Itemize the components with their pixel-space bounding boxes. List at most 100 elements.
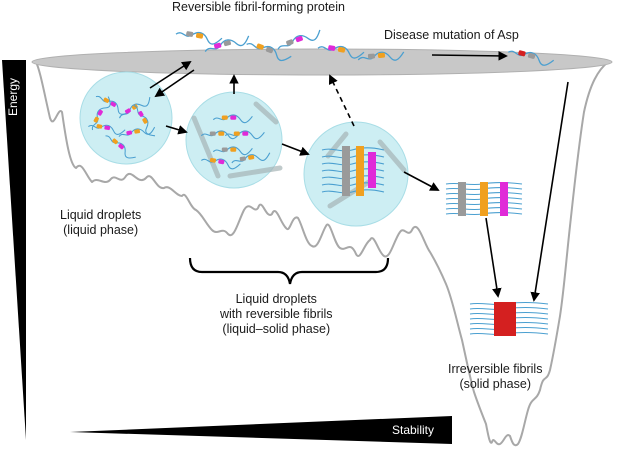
disease-mutation-label: Disease mutation of Asp — [384, 28, 519, 42]
protein-chain — [231, 152, 271, 164]
energy-axis-label: Energy — [6, 77, 21, 117]
protein-segment — [138, 110, 144, 117]
protein-segment — [286, 39, 294, 46]
protein-segment — [221, 147, 228, 152]
reversible-fibril-bracket — [188, 257, 390, 285]
reversible-fibrils-line2: with reversible fibrils — [220, 307, 333, 321]
free-protein-6 — [357, 51, 405, 61]
protein-strands — [88, 29, 555, 336]
protein-segment — [134, 129, 141, 134]
protein-segment — [328, 45, 336, 51]
arrow-droplet-to-protein — [149, 60, 192, 89]
droplet1-protein — [105, 135, 136, 159]
protein-segment — [265, 46, 274, 54]
arrow-droplet2-to-droplet3 — [281, 143, 310, 156]
droplet3-gray-stack — [342, 146, 350, 196]
droplet-strut — [327, 177, 375, 209]
droplet1-protein — [133, 105, 156, 137]
protein-segment — [518, 50, 526, 57]
protein-chain — [133, 105, 156, 137]
protein-segment — [337, 46, 346, 53]
droplet-strut — [227, 165, 283, 179]
protein-segment — [93, 116, 99, 123]
droplet-strut — [377, 139, 407, 173]
protein-chain — [246, 42, 292, 62]
reversible-fibrils-label: Liquid droplets with reversible fibrils … — [220, 292, 333, 337]
protein-chain — [91, 96, 111, 131]
protein-segment — [96, 124, 103, 129]
reversible-fibrils-line3: (liquid–solid phase) — [222, 322, 331, 336]
protein-segment — [218, 159, 225, 165]
droplet1-protein — [119, 96, 151, 119]
protein-segment — [233, 131, 240, 136]
protein-chain — [95, 95, 130, 115]
protein-chain — [119, 96, 151, 119]
reversible-fibril-gray — [458, 182, 466, 216]
droplet2-protein — [212, 146, 253, 156]
protein-chain — [277, 29, 321, 50]
droplet-strut — [253, 101, 279, 125]
protein-segment — [230, 115, 237, 120]
droplet-strut — [191, 115, 221, 179]
reversible-fibrils-line1: Liquid droplets — [235, 292, 317, 306]
protein-chain — [357, 51, 405, 61]
protein-chain — [204, 35, 250, 53]
arrow-droplet3-to-fibril — [403, 171, 440, 191]
protein-segment — [104, 125, 111, 131]
free-protein-2 — [204, 35, 250, 53]
droplet3-fibril-strand — [321, 147, 385, 152]
free-protein-4 — [277, 29, 321, 50]
irreversible-fibril-red — [494, 302, 516, 336]
stability-axis-label: Stability — [392, 423, 435, 437]
droplet1-protein — [88, 124, 126, 135]
protein-segment — [239, 156, 246, 162]
arrow-top-to-mutation — [431, 51, 508, 61]
reversible-fibril-orange — [480, 182, 488, 216]
mutant-protein — [507, 50, 555, 66]
protein-segment — [248, 154, 255, 160]
protein-segment — [218, 131, 225, 136]
protein-segment — [131, 104, 138, 110]
energy-landscape-curve — [35, 61, 609, 447]
free-protein-3 — [246, 42, 292, 62]
protein-segment — [230, 147, 237, 152]
protein-segment — [124, 108, 131, 114]
arrow-fibril-to-irreversible — [485, 217, 502, 298]
irreversible-fibrils-line1: Irreversible fibrils — [448, 362, 543, 376]
protein-segment — [186, 31, 194, 37]
protein-segment — [221, 115, 228, 120]
transition-arrows — [149, 51, 569, 302]
irreversible-fibrils-line2: (solid phase) — [459, 377, 532, 391]
droplet1-protein — [95, 95, 130, 115]
free-protein-1 — [175, 31, 223, 45]
protein-segment — [110, 101, 117, 107]
protein-segment — [213, 42, 222, 49]
reversible-protein-title: Reversible fibril-forming protein — [172, 0, 345, 14]
droplet3-fibril-strand — [321, 189, 385, 194]
arrow-protein-to-droplet — [154, 69, 195, 98]
protein-segment — [97, 109, 103, 116]
droplet2-protein — [200, 130, 241, 140]
protein-segment — [223, 40, 232, 47]
protein-segment — [242, 131, 249, 136]
droplet1-protein — [91, 96, 111, 131]
protein-segment — [142, 117, 148, 124]
protein-segment — [103, 97, 110, 103]
arrow-mutation-to-irreversible — [530, 81, 569, 302]
droplet2-protein — [212, 114, 253, 124]
protein-segment — [112, 138, 118, 145]
protein-chain — [118, 126, 156, 137]
protein-chain — [105, 135, 136, 159]
protein-segment — [377, 52, 386, 59]
protein-chain — [88, 124, 126, 135]
protein-chain — [175, 31, 223, 45]
droplet3-orange-stack — [356, 146, 364, 196]
arrow-droplet3-to-top-dashed — [328, 74, 355, 127]
droplet2-protein — [224, 130, 265, 140]
droplet1-protein — [118, 126, 156, 137]
protein-chain — [224, 130, 265, 140]
droplet-1 — [79, 71, 173, 165]
liquid-droplets-label: Liquid droplets (liquid phase) — [60, 208, 141, 238]
protein-segment — [209, 157, 217, 163]
